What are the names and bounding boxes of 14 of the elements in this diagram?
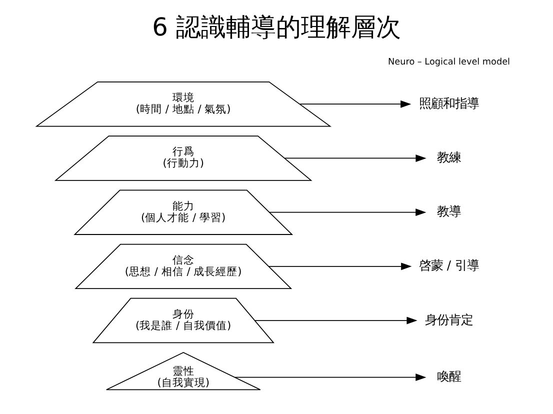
node-text: 教練 (437, 149, 462, 164)
node-text: 喚醒 (437, 368, 462, 384)
arrow (284, 154, 426, 162)
arrow (300, 100, 412, 108)
label: Neuro – Logical level model (388, 58, 510, 68)
arrow (254, 316, 418, 324)
node-text: 啓蒙 / 引導 (418, 258, 480, 273)
arrow (234, 374, 426, 382)
node-text: 教導 (437, 204, 462, 219)
node-text: 照顧和指導 (419, 95, 480, 110)
arrow (268, 262, 412, 270)
node-text: 身份肯定 (425, 312, 474, 327)
arrow (269, 208, 426, 216)
diagram-title: 6 認識輔導的理解層次 (152, 12, 401, 42)
